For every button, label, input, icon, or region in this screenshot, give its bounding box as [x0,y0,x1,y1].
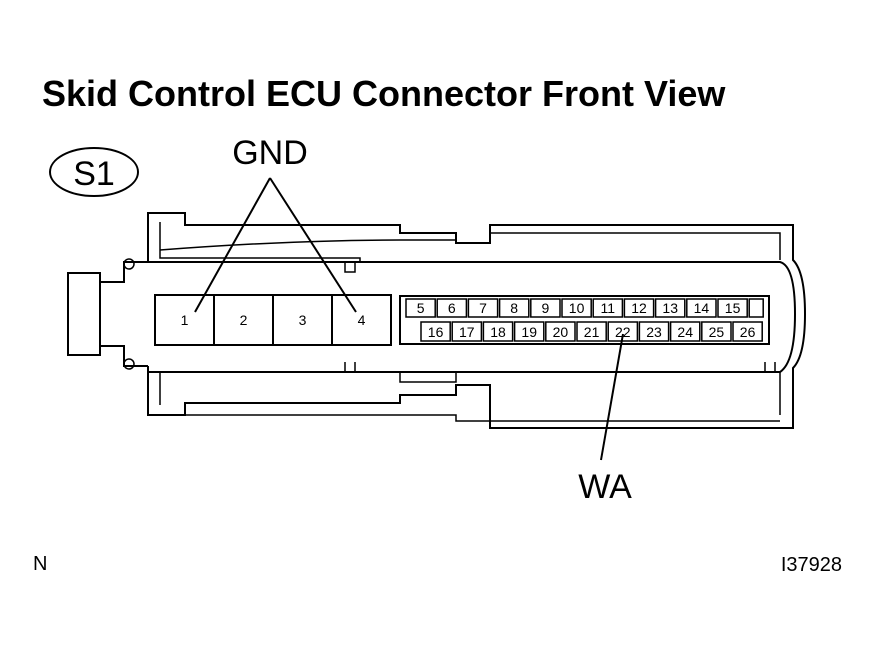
small-pin-number: 10 [569,300,585,316]
small-pin-number: 9 [542,300,550,316]
large-pin-number: 3 [299,312,307,328]
small-pin-cavity [669,321,701,342]
small-pin-number: 24 [677,324,693,340]
small-pin-number: 21 [584,324,600,340]
small-pin-number: 13 [662,300,678,316]
large-pin-number: 4 [358,312,366,328]
small-pin-cavity [436,298,468,318]
small-pin-cavity [717,298,748,318]
small-pin-number: 19 [521,324,537,340]
small-pin-cavity [732,321,763,342]
large-pin-cavity [331,294,392,346]
small-pin-cavity [686,298,717,318]
small-pin-cavity [513,321,545,342]
small-pin-cavity [701,321,732,342]
small-pin: 7 [467,298,499,318]
small-pin: 12 [623,298,655,318]
small-pin: 9 [530,298,561,318]
small-pin-cavity [561,298,592,318]
small-pin-number: 23 [646,324,662,340]
large-pin: 3 [272,294,333,346]
small-pin-cavity [405,298,436,318]
small-pin-cavity [451,321,483,342]
small-pin: 23 [638,321,670,342]
small-pin: 22 [607,321,639,342]
small-pin-number: 26 [740,324,756,340]
small-pin-number: 12 [631,300,647,316]
gnd-leader-lines [194,177,357,313]
diagram-title: Skid Control ECU Connector Front View [42,73,726,114]
small-pin-number: 18 [490,324,506,340]
small-pin: 5 [405,298,436,318]
small-pin-cavity [482,321,514,342]
small-pin: 11 [592,298,624,318]
wa-leader-line [600,333,624,461]
small-pin: 20 [545,321,576,342]
small-pin: 10 [561,298,592,318]
small-pin-cavity [592,298,624,318]
small-pin-number: 8 [510,300,518,316]
small-pin: 16 [420,321,451,342]
small-pin: 6 [436,298,468,318]
small-pin-cavity [498,298,530,318]
small-pin-cavity [638,321,670,342]
small-pin-group: 5 6 7 8 9 10 11 12 13 14 15 16 17 18 19 20 21 22 23 24 25 26 [405,298,764,342]
small-pin: 18 [482,321,514,342]
small-pin: 8 [498,298,530,318]
small-pin-cavity [420,321,451,342]
figure-code: I37928 [781,554,842,576]
small-pin: 13 [654,298,686,318]
small-pin: 21 [576,321,607,342]
small-pin-cavity [607,321,639,342]
small-pin: 24 [669,321,701,342]
small-pin-cavity [654,298,686,318]
small-pin: 26 [732,321,763,342]
gnd-label: GND [232,134,308,172]
large-pin: 1 [154,294,215,346]
connector-code-oval [49,147,139,197]
small-pin-number: 14 [694,300,710,316]
small-pin: 14 [686,298,717,318]
small-pin-number: 22 [615,324,631,340]
small-pin-number: 20 [553,324,569,340]
small-pin-number: 5 [417,300,425,316]
blank-pin-cavity [748,298,764,318]
connector-code: S1 [73,155,115,193]
large-pin: 2 [213,294,274,346]
small-pin-number: 15 [725,300,741,316]
small-pin: 19 [513,321,545,342]
corner-label-n: N [33,553,47,575]
small-pin-number: 7 [479,300,487,316]
wa-label: WA [578,468,632,506]
small-pin-number: 25 [709,324,725,340]
large-pin: 4 [331,294,392,346]
large-pin-number: 1 [181,312,189,328]
small-pin-number: 6 [448,300,456,316]
large-pin-group: 1 2 3 4 [154,294,392,346]
connector-body [67,212,807,429]
small-pin-cavity [576,321,607,342]
small-pin-frame [399,295,770,345]
small-pin-cavity [623,298,655,318]
small-pin-cavity [545,321,576,342]
small-pin: 15 [717,298,748,318]
small-pin-cavity [530,298,561,318]
large-pin-number: 2 [240,312,248,328]
small-pin-number: 16 [428,324,444,340]
small-pin: 17 [451,321,483,342]
small-pin-number: 17 [459,324,475,340]
small-pin-number: 11 [601,300,616,316]
small-pin-cavity [467,298,499,318]
small-pin: 25 [701,321,732,342]
